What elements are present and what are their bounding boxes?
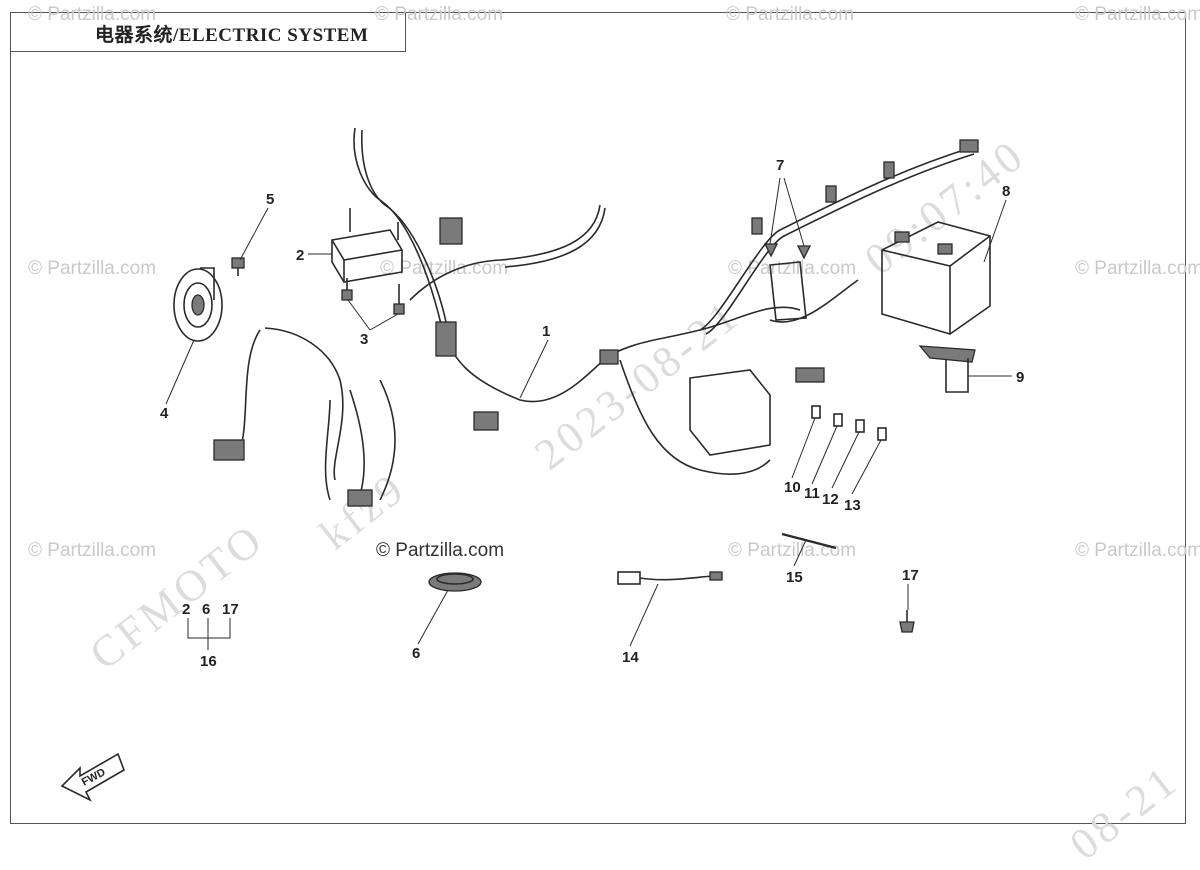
clip-part: [763, 243, 812, 260]
callout-11: 11: [804, 485, 820, 502]
battery-strap-part: [918, 345, 976, 393]
kit-callout-2: 2: [182, 601, 190, 618]
callout-8: 8: [1002, 183, 1010, 200]
callout-16: 16: [200, 653, 217, 670]
fwd-label: FWD: [80, 766, 108, 788]
grommet-part: [428, 572, 482, 592]
watermark: © Partzilla.com: [726, 4, 855, 25]
callout-7: 7: [776, 157, 784, 174]
watermark: © Partzilla.com: [28, 258, 157, 279]
watermark: © Partzilla.com: [1075, 258, 1200, 279]
page-title: 电器系统/ELECTRIC SYSTEM: [95, 25, 369, 46]
watermark: © Partzilla.com: [376, 540, 505, 561]
callout-10: 10: [784, 479, 801, 496]
kit-callout-6: 6: [202, 601, 210, 618]
bolt-part: [231, 257, 245, 276]
watermark: © Partzilla.com: [1075, 4, 1200, 25]
exploded-parts-diagram: FWD 1 2 3 4 5 6 7 8 9 10 11 12: [60, 127, 1024, 802]
callout-5: 5: [266, 191, 274, 208]
relay-box-part: [331, 208, 403, 283]
callout-4: 4: [160, 405, 169, 422]
callout-12: 12: [822, 491, 839, 508]
cable-tie-part: [781, 532, 837, 550]
callout-numbers: 1 2 3 4 5 6 7 8 9 10 11 12 13 14 15 16 1…: [160, 157, 1024, 670]
fuse-parts: [811, 405, 887, 441]
fwd-arrow-icon: FWD: [60, 752, 125, 802]
callout-1: 1: [542, 323, 550, 340]
callout-15: 15: [786, 569, 803, 586]
callout-13: 13: [844, 497, 861, 514]
sensor-cable-part: [617, 571, 723, 585]
callout-2: 2: [296, 247, 304, 264]
watermark: © Partzilla.com: [1075, 540, 1200, 561]
main-wiring-harness: [213, 127, 979, 507]
kit-callout-17: 17: [222, 601, 239, 618]
battery-part: [881, 221, 991, 335]
callout-3: 3: [360, 331, 368, 348]
callout-9: 9: [1016, 369, 1024, 386]
callout-17: 17: [902, 567, 919, 584]
callout-14: 14: [622, 649, 639, 666]
watermark: © Partzilla.com: [375, 4, 504, 25]
leader-lines: [165, 177, 1012, 650]
drawing-frame: [10, 12, 1186, 824]
watermark: © Partzilla.com: [28, 540, 157, 561]
title-box: [10, 12, 406, 52]
callout-6: 6: [412, 645, 420, 662]
watermark: © Partzilla.com: [28, 4, 157, 25]
horn-part: [173, 267, 223, 342]
screw-part: [341, 278, 405, 315]
push-clip-part: [899, 610, 915, 633]
